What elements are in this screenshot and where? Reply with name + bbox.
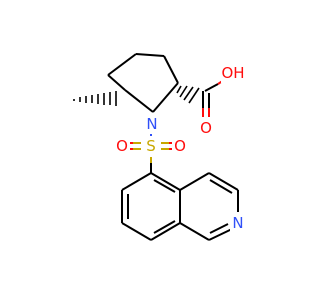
bond-c5-c6 <box>121 172 152 191</box>
bond-c4a-c5-inner <box>153 179 176 193</box>
bond-c3-c2 <box>163 55 179 84</box>
bond-c4-c3 <box>208 172 239 191</box>
bond-n2-c1-inner <box>209 223 229 234</box>
bond-c2-n1 <box>152 82 179 113</box>
isoquinoline-benzo-ring <box>121 172 181 241</box>
bond-c4-c3 <box>135 53 165 57</box>
bond-c8-c8a <box>150 222 181 241</box>
pyrrolidine-ring <box>107 53 179 113</box>
bond-carboxyl-oh <box>204 83 219 92</box>
bond-n2-c1 <box>208 228 233 241</box>
bond-c4-c3-inner <box>209 179 233 194</box>
atom-ring-n-label: N <box>146 115 157 133</box>
bond-c4a-c4 <box>179 172 210 191</box>
bond-c8-c8a-inner <box>153 220 176 234</box>
bond-c1-c8a <box>179 222 210 241</box>
methyl-hashed-wedge <box>73 91 117 106</box>
bond-c7-c8 <box>121 222 152 241</box>
bond-c4a-c5 <box>150 172 181 191</box>
bond-c5-c5b <box>107 74 126 91</box>
atom-sulfur-label: S <box>146 137 156 155</box>
atom-oh-label: OH <box>221 64 244 82</box>
molecule-diagram: OH O N S O O N <box>73 53 247 241</box>
bond-n1-c5 <box>124 89 154 113</box>
atom-labels: OH O N S O O N <box>114 63 247 233</box>
carboxyl-hashed-wedge <box>176 85 200 104</box>
atom-isoquinoline-n-label: N <box>232 214 243 232</box>
isoquinoline-pyridine-ring <box>179 172 239 241</box>
atom-sulfonyl-o-left-label: O <box>116 137 128 155</box>
structure-canvas: OH O N S O O N <box>73 53 247 241</box>
atom-sulfonyl-o-right-label: O <box>174 137 186 155</box>
atom-carbonyl-o-label: O <box>200 119 212 137</box>
bond-c5-c4 <box>107 53 137 76</box>
